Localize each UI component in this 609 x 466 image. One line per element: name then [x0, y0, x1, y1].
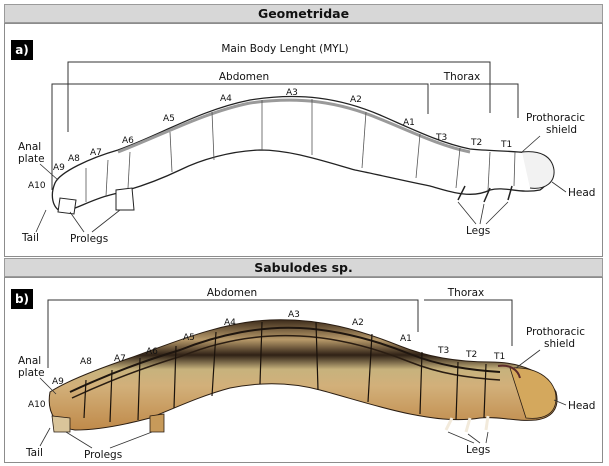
- seg-a6-a: A6: [122, 136, 134, 146]
- prolegs-pointer-b: [66, 432, 152, 448]
- prolegs-pointer-a: [70, 210, 120, 232]
- seg-a7-b: A7: [114, 354, 126, 364]
- tail-label-b: Tail: [25, 447, 43, 459]
- seg-a7-a: A7: [90, 148, 102, 158]
- myl-label: Main Body Lenght (MYL): [221, 43, 348, 55]
- seg-a8-a: A8: [68, 154, 80, 164]
- anal-plate-label-b-line2: plate: [18, 367, 45, 379]
- tail-pointer-a: [36, 210, 46, 232]
- seg-a5-b: A5: [183, 333, 195, 343]
- abdomen-label-a: Abdomen: [219, 71, 269, 83]
- seg-t1-b: T1: [493, 352, 505, 362]
- head-label-a: Head: [568, 187, 595, 199]
- seg-a6-b: A6: [146, 347, 158, 357]
- head-label-b: Head: [568, 400, 595, 412]
- seg-a4-b: A4: [224, 318, 236, 328]
- larva-drawing-a: [52, 96, 554, 214]
- legs-label-a: Legs: [466, 225, 490, 237]
- seg-a9-a: A9: [53, 163, 65, 173]
- legs-pointer-a: [458, 202, 508, 224]
- prothoracic-label-b-line2: shield: [544, 338, 575, 350]
- head-pointer-a: [552, 182, 566, 192]
- seg-a2-a: A2: [350, 95, 362, 105]
- seg-a10-b: A10: [28, 400, 46, 410]
- tail-pointer-b: [40, 428, 50, 446]
- seg-t3-a: T3: [435, 133, 447, 143]
- seg-t2-a: T2: [470, 138, 482, 148]
- abdomen-label-b: Abdomen: [207, 287, 257, 299]
- seg-t1-a: T1: [500, 140, 512, 150]
- seg-a9-b: A9: [52, 377, 64, 387]
- thorax-label-a: Thorax: [443, 71, 480, 83]
- seg-a1-b: A1: [400, 334, 412, 344]
- seg-a5-a: A5: [163, 114, 175, 124]
- seg-a8-b: A8: [80, 357, 92, 367]
- anal-plate-label-a-line2: plate: [18, 153, 45, 165]
- prolegs-label-b: Prolegs: [84, 449, 122, 461]
- legs-label-b: Legs: [466, 444, 490, 456]
- prolegs-label-a: Prolegs: [70, 233, 108, 245]
- seg-a4-a: A4: [220, 94, 232, 104]
- seg-a10-a: A10: [28, 181, 46, 191]
- anal-plate-label-b-line1: Anal: [18, 355, 41, 367]
- prothoracic-label-a-line2: shield: [546, 124, 577, 136]
- prothoracic-label-b-line1: Prothoracic: [526, 326, 585, 338]
- prothoracic-pointer-a: [522, 136, 540, 152]
- anal-plate-label-a-line1: Anal: [18, 141, 41, 153]
- legs-pointer-b: [448, 432, 488, 443]
- prothoracic-pointer-b: [516, 350, 540, 368]
- larva-photo-b: [49, 320, 557, 432]
- seg-a1-a: A1: [403, 118, 415, 128]
- tail-label-a: Tail: [21, 232, 39, 244]
- seg-t2-b: T2: [465, 350, 477, 360]
- seg-a3-b: A3: [288, 310, 300, 320]
- seg-t3-b: T3: [437, 346, 449, 356]
- thorax-label-b: Thorax: [447, 287, 484, 299]
- seg-a3-a: A3: [286, 88, 298, 98]
- seg-a2-b: A2: [352, 318, 364, 328]
- prothoracic-label-a-line1: Prothoracic: [526, 112, 585, 124]
